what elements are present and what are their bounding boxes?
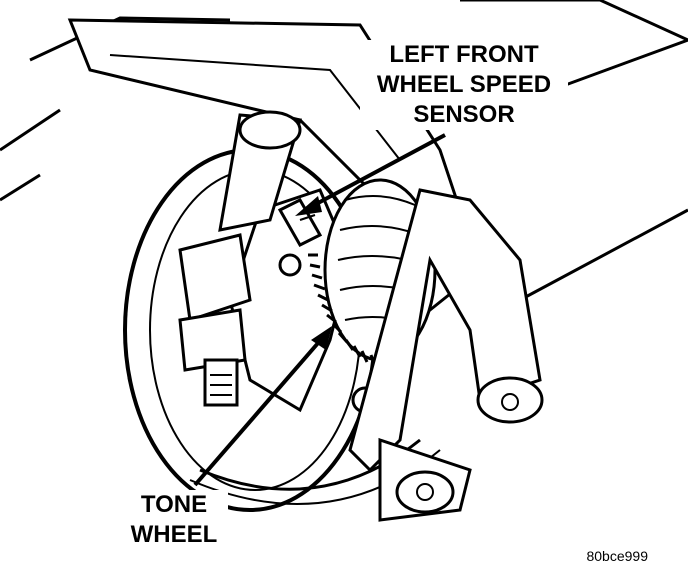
sensor-label-line1: LEFT FRONT	[389, 41, 539, 68]
wheel-speed-sensor	[277, 198, 323, 247]
tone-wheel-teeth	[308, 253, 385, 369]
sensor-label-line2: WHEEL SPEED	[376, 71, 552, 98]
lower-control-arm	[348, 188, 544, 522]
figure-id: 80bce999	[586, 548, 648, 564]
tone-label-line1: TONE	[140, 491, 208, 518]
sensor-callout-label: LEFT FRONT WHEEL SPEED SENSOR	[360, 40, 568, 130]
tie-rod	[178, 110, 302, 407]
tone-wheel-callout-label: TONE WHEEL	[120, 490, 228, 550]
tone-label-line2: WHEEL	[130, 521, 218, 548]
leader-lines	[193, 133, 446, 487]
sensor-label-line3: SENSOR	[413, 101, 515, 128]
